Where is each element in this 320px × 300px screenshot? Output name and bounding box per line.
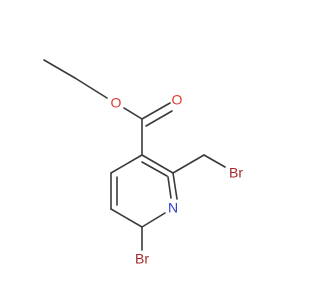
- bond-carbonyl-double-2: [145, 110, 173, 127]
- bond-ch2-br: [203, 154, 226, 168]
- atom-oxygen-carbonyl: O: [172, 92, 183, 108]
- bond-o-carbonyl-carbon: [123, 107, 143, 120]
- bond-carbonyl-double-1: [141, 102, 171, 120]
- structure-canvas: O O Br N Br: [43, 59, 243, 267]
- bond-ring-c2-c3-inner: [141, 161, 168, 177]
- atom-nitrogen-ring: N: [168, 200, 178, 216]
- bond-ring-c2-c3-outer: [141, 154, 174, 174]
- bond-ring-c6-n: [141, 212, 166, 228]
- atom-bromine-ring: Br: [135, 251, 149, 267]
- bond-ring-c3-c4: [110, 154, 143, 174]
- bond-ring-n-c2-outer: [172, 172, 178, 200]
- bond-ring-c5-c6: [110, 208, 143, 228]
- atom-oxygen-ester: O: [111, 95, 122, 111]
- bond-ring-n-c2-inner: [167, 176, 172, 199]
- molecule-drawing: O O Br N Br: [43, 59, 243, 267]
- atom-bromine-methyl: Br: [229, 165, 243, 181]
- bond-ethyl-ch3-ch2: [43, 59, 76, 79]
- bond-c2-ch2: [172, 154, 205, 174]
- bond-ethyl-ch2-o: [74, 77, 108, 99]
